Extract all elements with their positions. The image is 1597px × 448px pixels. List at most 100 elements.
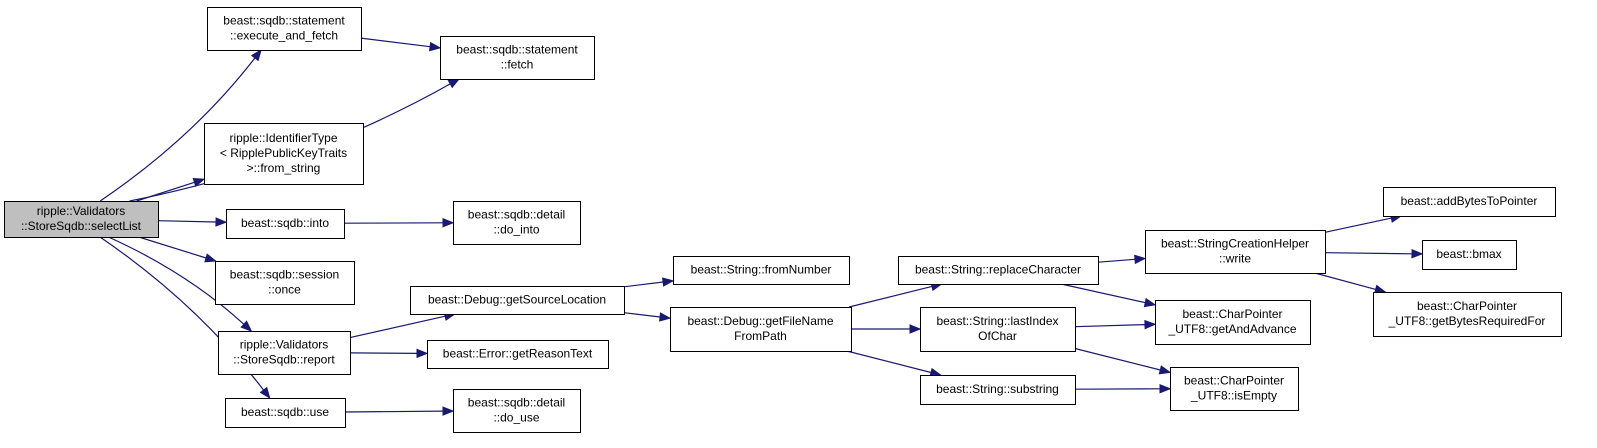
node-label-line: beast::String::replaceCharacter [915, 263, 1081, 277]
edge-n_selectlist-to-n_exec_fetch [99, 48, 262, 202]
edge-arrowhead [1143, 297, 1157, 308]
edge-line [157, 220, 217, 223]
node-label-line: beast::addBytesToPointer [1401, 194, 1538, 208]
edge-n_getfilename-to-n_lastindex [851, 324, 922, 334]
node-box [204, 123, 364, 185]
node-getbytesreq[interactable]: beast::CharPointer_UTF8::getBytesRequire… [1373, 292, 1562, 337]
node-label-line: beast::bmax [1436, 247, 1501, 261]
node-isempty[interactable]: beast::CharPointer_UTF8::isEmpty [1170, 367, 1299, 411]
node-reasontext[interactable]: beast::Error::getReasonText [427, 340, 609, 369]
node-box [673, 256, 850, 285]
edge-arrowhead [1158, 365, 1172, 375]
node-selectlist[interactable]: ripple::Validators::StoreSqdb::selectLis… [4, 201, 159, 238]
edge-n_into-to-n_do_into [343, 218, 455, 228]
node-label-line: _UTF8::isEmpty [1190, 389, 1277, 403]
node-fetch[interactable]: beast::sqdb::statement::fetch [440, 36, 595, 80]
node-box [440, 36, 595, 80]
node-once[interactable]: beast::sqdb::session::once [215, 261, 355, 305]
node-label-line: _UTF8::getBytesRequiredFor [1388, 314, 1546, 328]
edge-arrowhead [259, 386, 271, 400]
node-label-line: beast::CharPointer [1417, 299, 1517, 313]
node-label-line: ::once [268, 283, 301, 297]
node-box [898, 256, 1099, 285]
edge-line [1074, 324, 1146, 328]
node-box [453, 389, 581, 433]
node-box [1145, 230, 1326, 274]
edge-arrowhead [442, 218, 455, 228]
node-label-line: ripple::IdentifierType [229, 131, 337, 145]
node-box [410, 286, 625, 315]
edge-line [344, 410, 444, 413]
edge-arrowhead [429, 41, 442, 52]
edge-n_getfilename-to-n_substring [846, 350, 943, 377]
node-label-line: beast::String::fromNumber [691, 263, 832, 277]
node-box [920, 375, 1076, 405]
node-box [207, 7, 362, 51]
node-label-line: ::do_use [493, 411, 539, 425]
edge-line [1097, 258, 1136, 263]
edge-line [1324, 217, 1392, 233]
call-graph-edges [99, 37, 1424, 416]
edge-n_selectlist-to-n_into [157, 217, 228, 227]
edge-n_exec_fetch-to-n_fetch [360, 37, 442, 52]
node-report[interactable]: ripple::Validators::StoreSqdb::report [218, 331, 351, 375]
node-use[interactable]: beast::sqdb::use [225, 398, 346, 428]
edge-line [108, 236, 245, 325]
edge-n_use-to-n_do_use [344, 406, 455, 416]
edge-n_getfilename-to-n_replacechar [848, 281, 943, 308]
node-label-line: ripple::Validators [240, 338, 329, 352]
node-label-line: beast::Debug::getFileName [687, 314, 833, 328]
node-box [226, 209, 345, 239]
node-box [4, 201, 159, 238]
edge-arrowhead [662, 277, 675, 287]
node-bmax[interactable]: beast::bmax [1422, 240, 1517, 270]
call-graph-nodes: ripple::Validators::StoreSqdb::selectLis… [4, 7, 1562, 433]
edge-n_replacechar-to-n_sch_write [1097, 254, 1147, 265]
node-label-line: ::fetch [501, 58, 534, 72]
node-getandadvance[interactable]: beast::CharPointer_UTF8::getAndAdvance [1155, 300, 1311, 345]
node-label-line: OfChar [978, 329, 1017, 343]
node-into[interactable]: beast::sqdb::into [226, 209, 345, 239]
node-label-line: beast::CharPointer [1182, 307, 1282, 321]
edge-n_report-to-n_getsourceloc [349, 311, 457, 339]
node-box [215, 261, 355, 305]
node-substring[interactable]: beast::String::substring [920, 375, 1076, 405]
node-label-line: < RipplePublicKeyTraits [220, 146, 347, 160]
node-replacechar[interactable]: beast::String::replaceCharacter [898, 256, 1099, 285]
node-from-string[interactable]: ripple::IdentifierType< RipplePublicKeyT… [204, 123, 364, 185]
edge-n_getsourceloc-to-n_getfilename [623, 312, 672, 322]
node-exec-fetch[interactable]: beast::sqdb::statement::execute_and_fetc… [207, 7, 362, 51]
edge-n_selectlist-to-n_once [138, 236, 217, 263]
edge-line [349, 315, 446, 339]
node-do-use[interactable]: beast::sqdb::detail::do_use [453, 389, 581, 433]
node-label-line: beast::sqdb::detail [468, 208, 565, 222]
edge-arrowhead [442, 406, 455, 416]
edge-n_selectlist-to-n_from_string [136, 177, 206, 202]
node-box [1170, 367, 1299, 411]
edge-arrowhead [250, 48, 262, 62]
node-box [1422, 240, 1517, 270]
node-box [1155, 300, 1311, 345]
node-label-line: ::execute_and_fetch [230, 29, 338, 43]
node-fromnumber[interactable]: beast::String::fromNumber [673, 256, 850, 285]
edge-line [99, 57, 256, 202]
node-label-line: beast::StringCreationHelper [1161, 237, 1309, 251]
edge-line [1060, 283, 1146, 304]
node-box [225, 398, 346, 428]
node-label-line: beast::String::substring [936, 382, 1059, 396]
node-sch-write[interactable]: beast::StringCreationHelper::write [1145, 230, 1326, 274]
edge-arrowhead [204, 253, 217, 263]
node-do-into[interactable]: beast::sqdb::detail::do_into [453, 201, 581, 245]
node-addbytes[interactable]: beast::addBytesToPointer [1383, 187, 1556, 217]
node-box [453, 201, 581, 245]
edge-n_lastindex-to-n_isempty [1074, 347, 1172, 375]
node-label-line: ::write [1219, 252, 1251, 266]
node-box [427, 340, 609, 369]
edge-line [623, 312, 661, 318]
edge-arrowhead [1144, 319, 1157, 330]
node-label-line: beast::sqdb::detail [468, 396, 565, 410]
node-getsourceloc[interactable]: beast::Debug::getSourceLocation [410, 286, 625, 315]
